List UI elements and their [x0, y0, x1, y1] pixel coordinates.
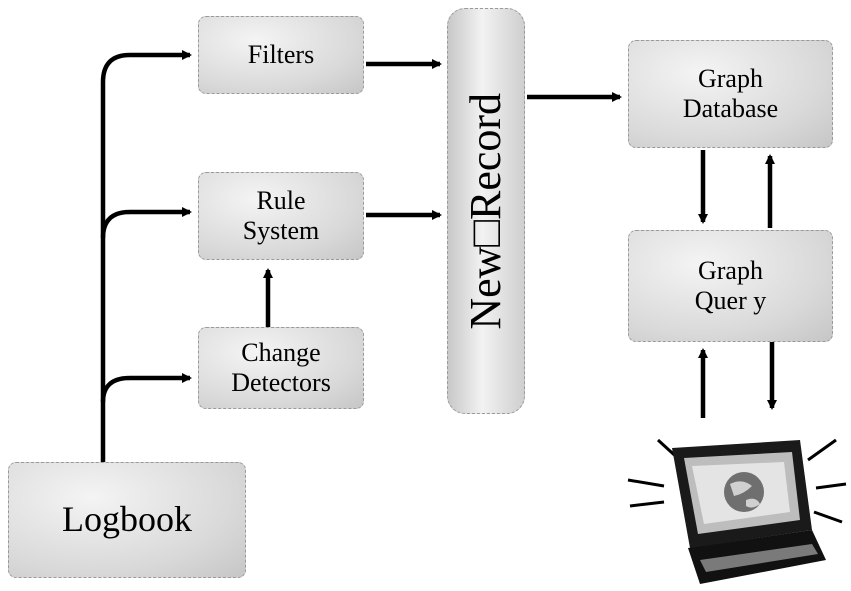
new-record-box: New□Record — [447, 8, 525, 414]
graph-query-box: Graph Quer y — [628, 230, 833, 342]
graph-query-label-line2: Quer y — [694, 286, 767, 315]
rule-system-label-line2: System — [242, 216, 320, 245]
filters-box: Filters — [198, 16, 364, 94]
graph-database-label-line1: Graph — [698, 64, 763, 94]
logbook-box: Logbook — [8, 462, 246, 578]
graph-database-label-line2: Database — [682, 94, 779, 123]
graph-database-box: Graph Database — [628, 40, 833, 148]
logbook-to-change-arrow — [100, 373, 192, 403]
new-record-label: New□Record — [460, 92, 510, 330]
rule-system-label-line1: Rule — [256, 186, 306, 216]
logbook-label: Logbook — [62, 499, 192, 540]
graph-query-label-line1: Graph — [698, 256, 763, 286]
logbook-to-rule-arrow — [100, 207, 192, 239]
filters-label: Filters — [247, 40, 315, 70]
logbook-trunk-line — [100, 50, 192, 462]
change-detectors-label-line2: Detectors — [231, 368, 331, 397]
computer-terminal-icon — [627, 438, 847, 584]
rule-system-box: Rule System — [198, 172, 364, 260]
change-detectors-label-line1: Change — [241, 338, 321, 368]
change-detectors-box: Change Detectors — [198, 327, 364, 409]
